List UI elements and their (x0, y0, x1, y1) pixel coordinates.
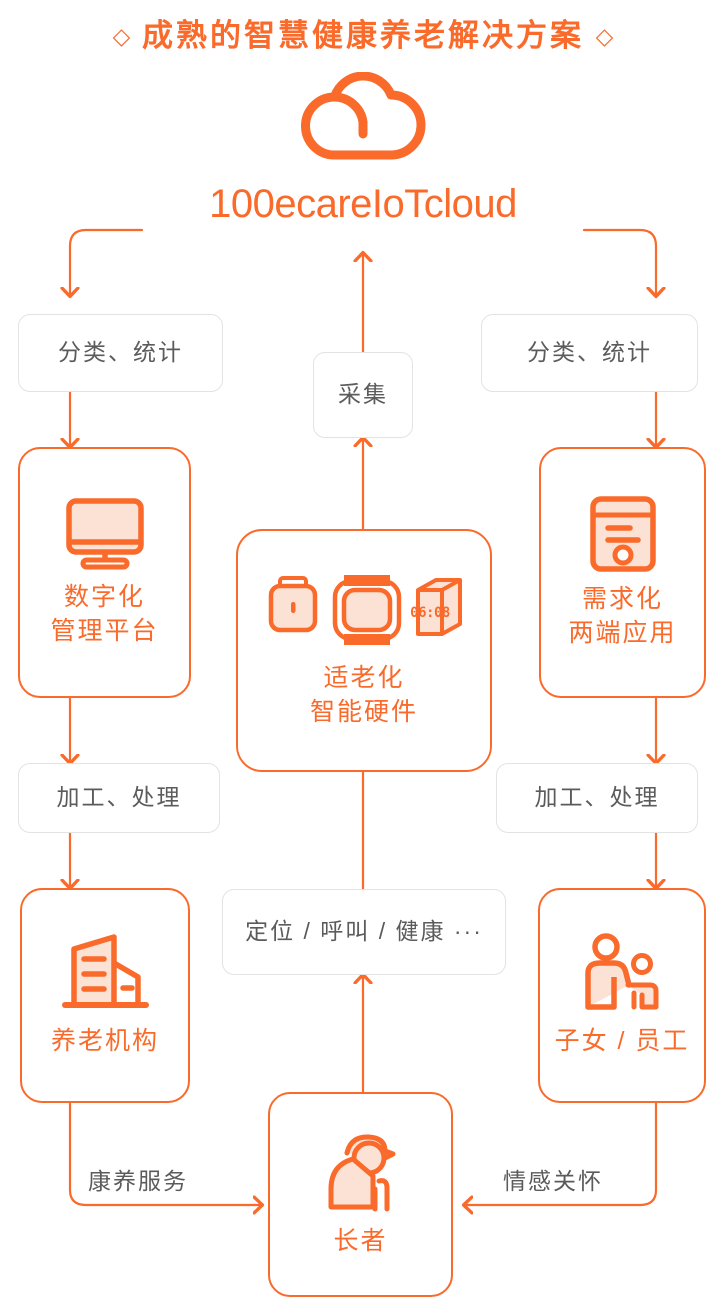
page-title: ◇ 成熟的智慧健康养老解决方案 ◇ (0, 10, 726, 55)
card-smart-hardware-caption: 适老化 智能硬件 (309, 663, 418, 726)
label-left-classify-text: 分类、统计 (58, 339, 183, 366)
smartwatch-icon (332, 574, 402, 645)
card-demand-apps-caption: 需求化 两端应用 (568, 584, 677, 647)
monitor-icon (64, 497, 146, 571)
label-right-process: 加工、处理 (496, 763, 698, 833)
card-care-institution-caption: 养老机构 (50, 1026, 159, 1055)
clock-display-text: 06:08 (410, 605, 450, 621)
pendant-device-icon (268, 575, 318, 632)
card-family-staff[interactable]: 子女 / 员工 (538, 888, 706, 1103)
card-family-staff-caption: 子女 / 员工 (554, 1026, 690, 1055)
card-smart-hardware[interactable]: 06:08 适老化 智能硬件 (236, 529, 492, 772)
brand-name: 100ecareIoTcloud (209, 182, 517, 226)
label-elder-services-text: 定位 / 呼叫 / 健康 ··· (245, 918, 483, 945)
diamond-right-icon: ◇ (595, 23, 614, 49)
label-elder-services: 定位 / 呼叫 / 健康 ··· (222, 889, 506, 975)
card-digital-platform[interactable]: 数字化 管理平台 (18, 447, 191, 698)
label-collect: 采集 (313, 352, 413, 438)
wire-brand-to-right-classify (582, 228, 656, 296)
label-left-process: 加工、处理 (18, 763, 220, 833)
label-left-process-text: 加工、处理 (56, 784, 182, 811)
wire-brand-to-left-classify (70, 228, 144, 296)
edge-label-service: 康养服务 (88, 1168, 188, 1194)
smart-devices-icon: 06:08 (266, 572, 462, 648)
card-care-institution[interactable]: 养老机构 (20, 888, 190, 1103)
elderly-person-icon (317, 1131, 405, 1215)
diamond-left-icon: ◇ (112, 23, 131, 49)
family-icon (576, 932, 668, 1015)
label-right-classify-text: 分类、统计 (527, 339, 652, 366)
card-demand-apps[interactable]: 需求化 两端应用 (539, 447, 706, 698)
card-elder-caption: 长者 (333, 1226, 388, 1255)
page-title-text: 成熟的智慧健康养老解决方案 (142, 18, 584, 53)
server-icon (588, 495, 658, 573)
label-right-process-text: 加工、处理 (534, 784, 660, 811)
building-icon (60, 933, 150, 1015)
label-left-classify: 分类、统计 (18, 314, 223, 392)
label-right-classify: 分类、统计 (481, 314, 698, 392)
label-collect-text: 采集 (338, 381, 388, 408)
edge-label-care: 情感关怀 (503, 1168, 603, 1194)
cloud-logo (0, 71, 726, 165)
cloud-icon (301, 71, 426, 160)
card-elder[interactable]: 长者 (268, 1092, 453, 1297)
card-digital-platform-caption: 数字化 管理平台 (50, 582, 159, 645)
digital-clock-icon: 06:08 (410, 577, 462, 636)
